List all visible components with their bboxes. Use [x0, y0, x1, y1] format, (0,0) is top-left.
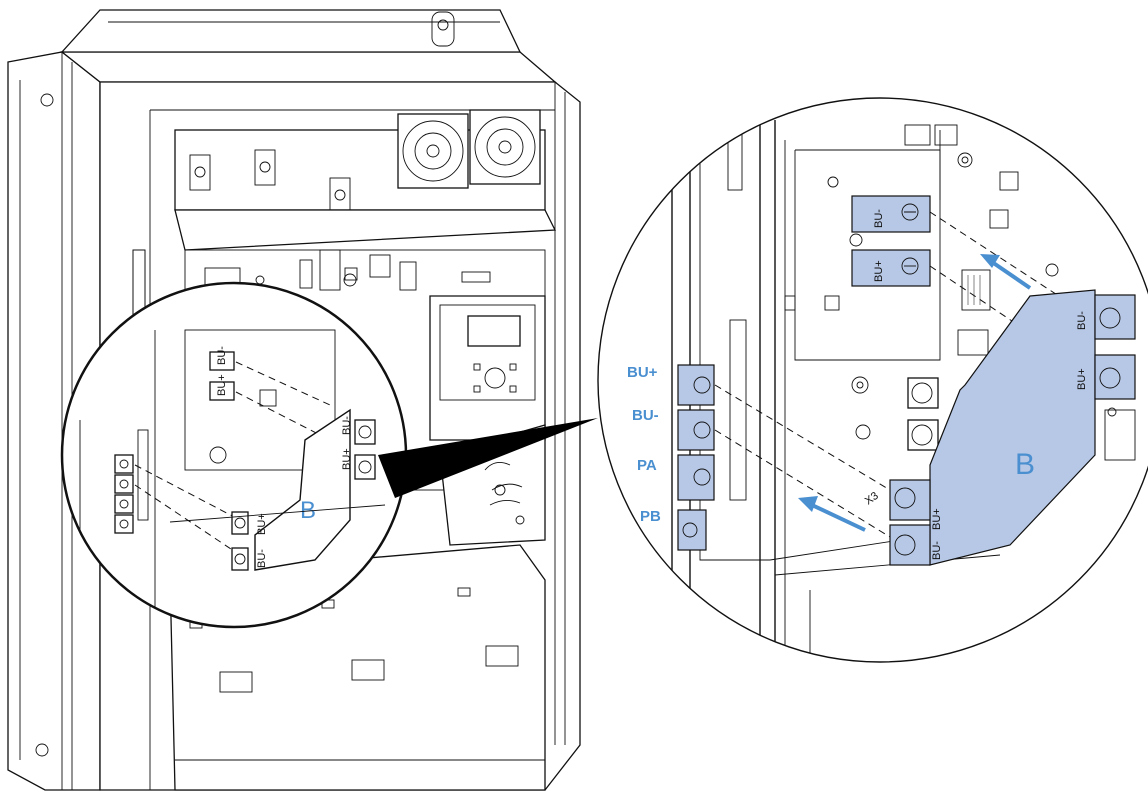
zoom-side-label-bottom: BU- [256, 549, 268, 568]
zoom-busbar-letter: B [300, 497, 316, 524]
zoom-side-label-top: BU+ [256, 513, 268, 535]
top-terminals: BU- BU+ [851, 195, 931, 287]
cooling-fans [397, 109, 541, 189]
callout-pointer [378, 418, 598, 498]
terminal-label-bu-minus: BU- [632, 407, 659, 424]
detail-circle: BU- BU+ [597, 97, 1148, 663]
zoom-busbar-b [254, 408, 351, 571]
zoom-board-label-top: BU- [216, 346, 228, 365]
terminal-label-pb: PB [640, 508, 661, 525]
top-terminal-label-2: BU+ [873, 260, 885, 282]
terminal-labels: BU+ BU- PA PB [627, 364, 661, 525]
keypad-unit [429, 295, 546, 441]
zoom-busbar-label-top: BU- [341, 416, 353, 435]
insert-arrow-top [980, 254, 1032, 290]
busbar-terminal-label-1: BU- [1076, 311, 1088, 330]
terminal-label-pa: PA [637, 457, 657, 474]
terminal-label-bu-plus: BU+ [627, 364, 658, 381]
zoom-board-label-bottom: BU+ [216, 374, 228, 396]
zoom-busbar-label-bottom: BU+ [341, 448, 353, 470]
top-terminal-label-1: BU- [873, 209, 885, 228]
lower-terminal-label-1: BU+ [931, 508, 943, 530]
busbar-terminal-label-2: BU+ [1076, 368, 1088, 390]
lower-terminal-label-2: BU- [931, 541, 943, 560]
insert-arrow-bottom [798, 496, 866, 532]
terminal-block [677, 364, 715, 551]
zoom-circle-overview: BU- BU+ BU- BU+ BU+ BU- B [60, 281, 408, 629]
busbar-letter: B [1015, 448, 1035, 481]
